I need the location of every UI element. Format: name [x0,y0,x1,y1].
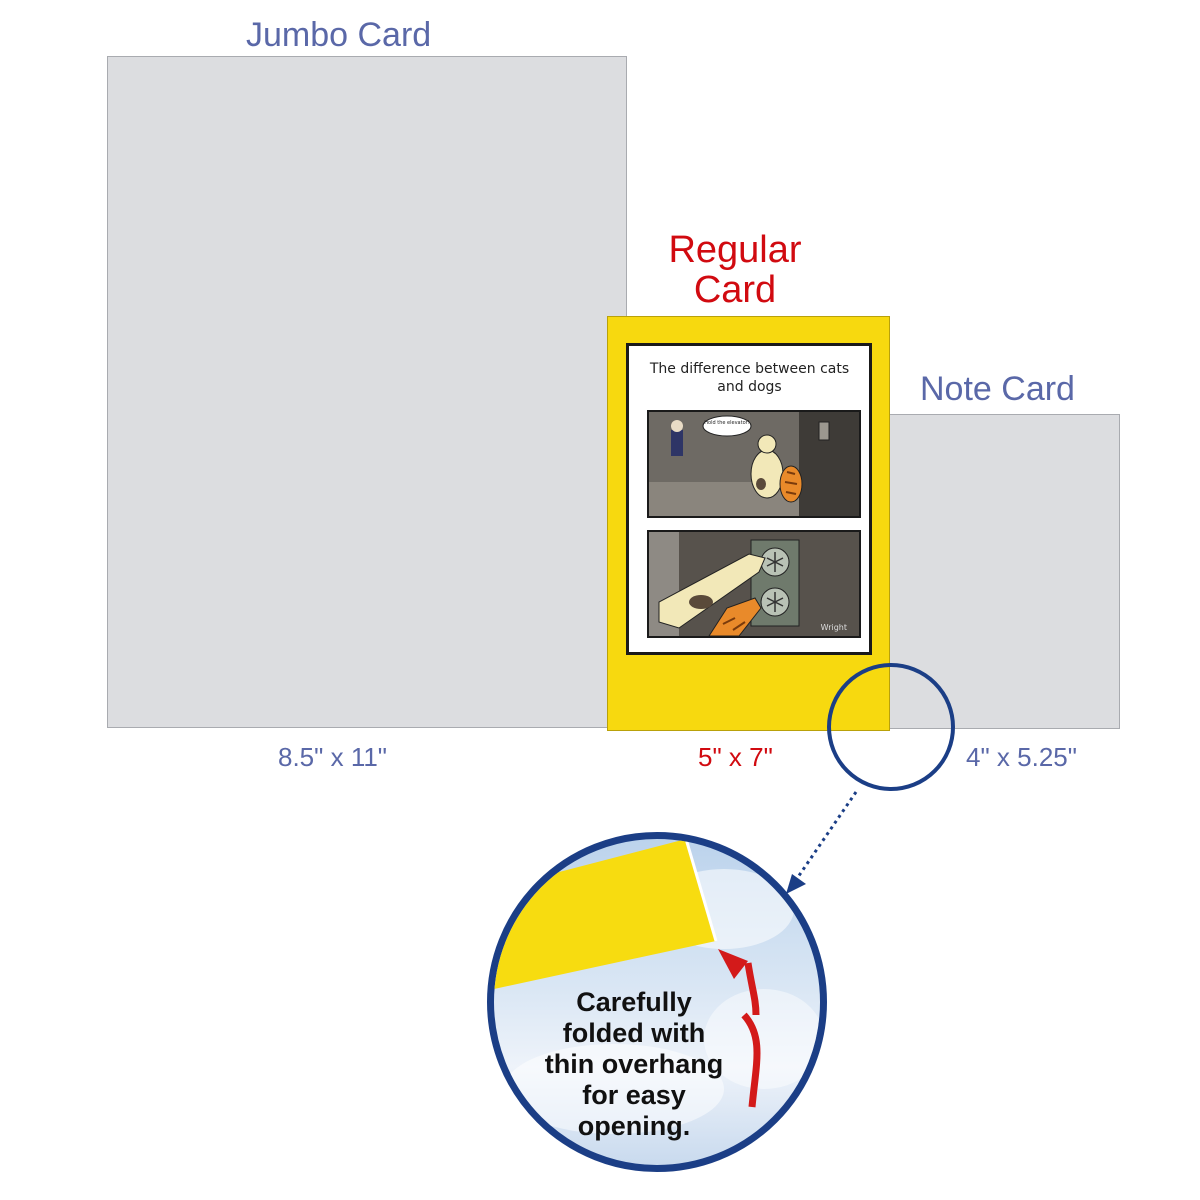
elevator-buttons-illustration: Wright [649,532,859,636]
zoom-callout-text: Carefully folded with thin overhang for … [534,987,734,1142]
zoom-callout-line-3: thin overhang [544,1049,724,1079]
comic-caption: The difference between cats and dogs [649,361,850,395]
zoom-callout-line-2: folded with [562,1018,706,1048]
note-card-size: 4" x 5.25" [966,742,1077,772]
elevator-hall-illustration: Hold the elevator! [649,412,859,516]
comic-panel-elevator-buttons: Wright [647,530,861,638]
jumbo-card-shape [107,56,627,728]
zoom-detail-illustration [494,839,820,1134]
jumbo-card-title: Jumbo Card [246,16,432,54]
regular-card-title: Regular Card [650,230,820,310]
comic-frame: The difference between cats and dogs Hol… [626,343,872,655]
red-arrow-icon [718,949,748,979]
zoom-callout-line-1: Carefully [576,987,692,1017]
regular-card-shape: The difference between cats and dogs Hol… [607,316,890,731]
jumbo-card-size: 8.5" x 11" [278,742,388,772]
regular-card-size: 5" x 7" [698,742,773,772]
note-card-title: Note Card [920,370,1075,408]
zoom-callout-line-5: opening. [577,1111,691,1141]
speech-bubble-text: Hold the elevator! [704,420,749,426]
zoom-detail-circle: Carefully folded with thin overhang for … [487,832,827,1172]
zoom-callout-line-4: for easy [582,1080,686,1110]
regular-card-title-line-2: Card [693,269,777,311]
comic-panel-elevator-hall: Hold the elevator! [647,410,861,518]
magnifier-ring [827,663,955,791]
comic-signature: Wright [821,623,847,632]
regular-card-title-line-1: Regular [668,229,802,271]
